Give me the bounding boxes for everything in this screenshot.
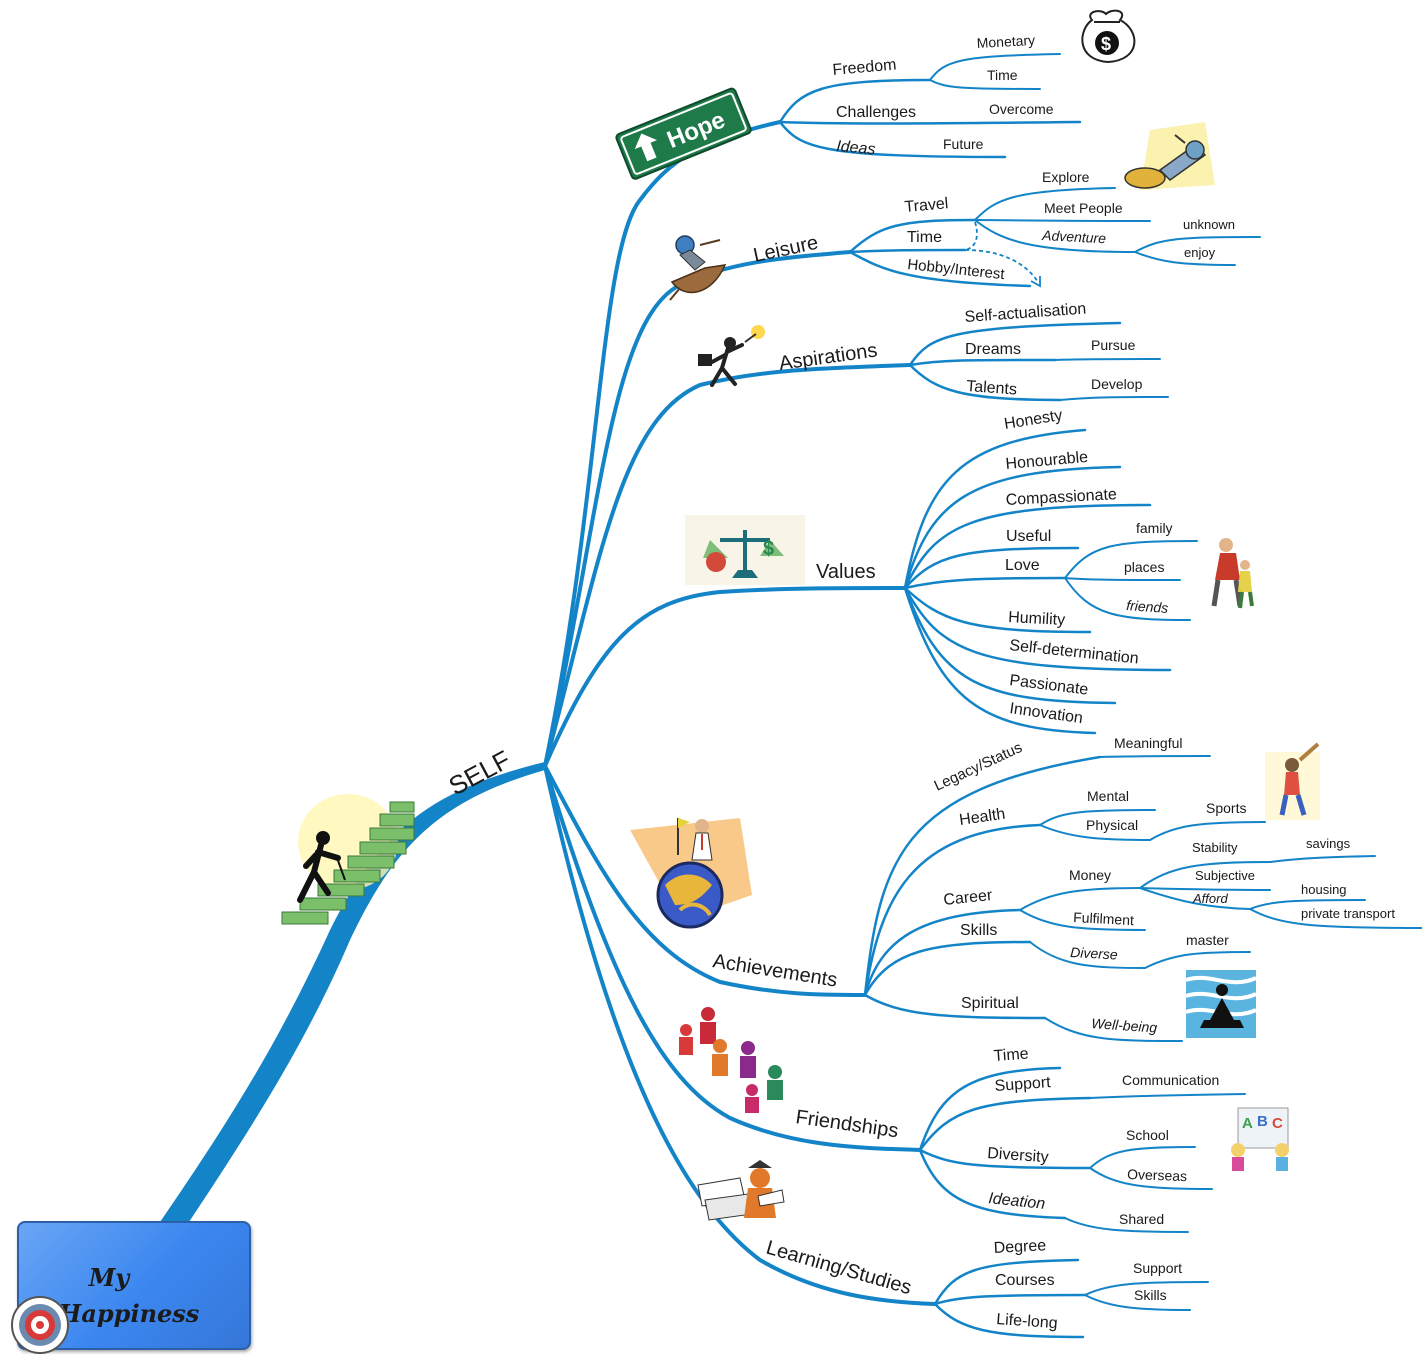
label-meet-people: Meet People xyxy=(1044,200,1123,216)
abc-children-icon: A B C xyxy=(1231,1107,1289,1171)
label-diverse: Diverse xyxy=(1070,944,1118,962)
label-talents: Talents xyxy=(966,378,1018,398)
student-books-icon xyxy=(697,1160,785,1221)
label-overcome: Overcome xyxy=(989,101,1054,117)
topic-learning: Learning/Studies xyxy=(764,1237,914,1300)
friendships-subtree xyxy=(918,1066,1246,1233)
label-unknown: unknown xyxy=(1183,217,1235,232)
label-savings: savings xyxy=(1306,836,1351,851)
label-communication: Communication xyxy=(1122,1072,1219,1088)
label-sports: Sports xyxy=(1206,800,1246,816)
label-develop: Develop xyxy=(1091,376,1143,392)
aspirations-subtree xyxy=(908,321,1169,402)
target-icon xyxy=(11,1296,69,1354)
svg-text:$: $ xyxy=(1101,34,1111,54)
topic-values: Values xyxy=(816,561,876,583)
label-courses-support: Support xyxy=(1133,1260,1182,1276)
svg-text:C: C xyxy=(1272,1115,1283,1132)
label-leisure-time: Time xyxy=(907,229,942,246)
label-love: Love xyxy=(1005,557,1040,574)
money-bag-icon: $ xyxy=(1081,9,1136,64)
family-icon xyxy=(1211,538,1254,609)
root-title-line1: My xyxy=(88,1263,130,1292)
label-spiritual: Spiritual xyxy=(961,995,1019,1012)
label-mental: Mental xyxy=(1087,788,1129,804)
topic-leisure: Leisure xyxy=(751,232,820,267)
label-friends: friends xyxy=(1126,597,1169,616)
label-health: Health xyxy=(958,806,1006,829)
label-afford: Afford xyxy=(1192,891,1228,906)
hope-subtree xyxy=(778,53,1082,159)
label-meaningful: Meaningful xyxy=(1114,735,1183,751)
label-passionate: Passionate xyxy=(1009,672,1090,699)
label-fulfilment: Fulfilment xyxy=(1073,909,1135,928)
label-legacy: Legacy/Status xyxy=(932,739,1025,795)
label-self-actualisation: Self-actualisation xyxy=(964,301,1087,326)
label-skills: Skills xyxy=(960,922,997,939)
friends-figures-icon xyxy=(679,1007,783,1113)
label-pursue: Pursue xyxy=(1091,337,1136,353)
label-money: Money xyxy=(1069,867,1111,883)
label-future: Future xyxy=(943,136,984,152)
values-subtree xyxy=(903,428,1198,735)
label-career: Career xyxy=(943,887,994,909)
meditation-icon xyxy=(1185,970,1257,1038)
label-private-transport: private transport xyxy=(1301,906,1395,921)
svg-text:$: $ xyxy=(763,538,774,560)
root-node: My Happiness xyxy=(11,1221,251,1354)
label-compassionate: Compassionate xyxy=(1005,486,1117,509)
label-shared: Shared xyxy=(1119,1211,1164,1227)
label-useful: Useful xyxy=(1006,528,1051,545)
label-overseas: Overseas xyxy=(1127,1166,1187,1184)
baseball-player-icon xyxy=(1265,742,1320,820)
root-title-line2: Happiness xyxy=(58,1299,200,1328)
svg-text:A: A xyxy=(1242,1115,1253,1132)
label-courses: Courses xyxy=(995,1272,1055,1289)
label-monetary: Monetary xyxy=(976,32,1035,51)
svg-text:B: B xyxy=(1257,1113,1268,1130)
topic-friendships: Friendships xyxy=(794,1106,899,1142)
label-lifelong: Life-long xyxy=(996,1311,1058,1332)
label-ideation: Ideation xyxy=(988,1190,1047,1213)
label-housing: housing xyxy=(1301,882,1347,897)
justice-scale-icon: $ xyxy=(685,515,805,585)
label-freedom-time: Time xyxy=(987,67,1018,83)
leisure-subtree xyxy=(848,187,1261,288)
label-humility: Humility xyxy=(1008,609,1066,629)
label-fr-time: Time xyxy=(993,1046,1029,1065)
label-courses-skills: Skills xyxy=(1134,1287,1167,1303)
label-adventure: Adventure xyxy=(1041,227,1107,246)
label-family: family xyxy=(1136,520,1173,536)
achievements-subtree xyxy=(863,755,1422,1042)
explorer-flashlight-icon xyxy=(1124,122,1215,190)
label-diversity: Diversity xyxy=(987,1145,1049,1166)
label-master: master xyxy=(1186,932,1229,948)
globe-climber-icon xyxy=(630,818,752,929)
hope-sign-icon: Hope xyxy=(615,87,752,180)
trunk-branch xyxy=(160,762,545,1228)
label-subjective: Subjective xyxy=(1195,868,1255,883)
learning-subtree xyxy=(933,1258,1209,1339)
label-stability: Stability xyxy=(1192,840,1238,855)
label-school: School xyxy=(1126,1127,1169,1143)
label-travel: Travel xyxy=(904,195,949,216)
label-physical: Physical xyxy=(1086,817,1138,833)
label-challenges: Challenges xyxy=(836,104,916,121)
label-dreams: Dreams xyxy=(965,341,1021,358)
label-ideas: Ideas xyxy=(836,138,876,158)
label-honesty: Honesty xyxy=(1003,407,1064,433)
label-hobby: Hobby/Interest xyxy=(907,256,1007,283)
canoe-icon xyxy=(669,235,727,301)
label-wellbeing: Well-being xyxy=(1091,1015,1158,1036)
stairs-climber-icon xyxy=(281,794,415,925)
label-places: places xyxy=(1124,559,1164,575)
label-freedom: Freedom xyxy=(832,56,897,79)
label-explore: Explore xyxy=(1042,169,1090,185)
label-degree: Degree xyxy=(993,1237,1046,1257)
label-support: Support xyxy=(994,1074,1052,1095)
label-enjoy: enjoy xyxy=(1184,245,1216,260)
aspiring-businessman-icon xyxy=(698,325,765,387)
